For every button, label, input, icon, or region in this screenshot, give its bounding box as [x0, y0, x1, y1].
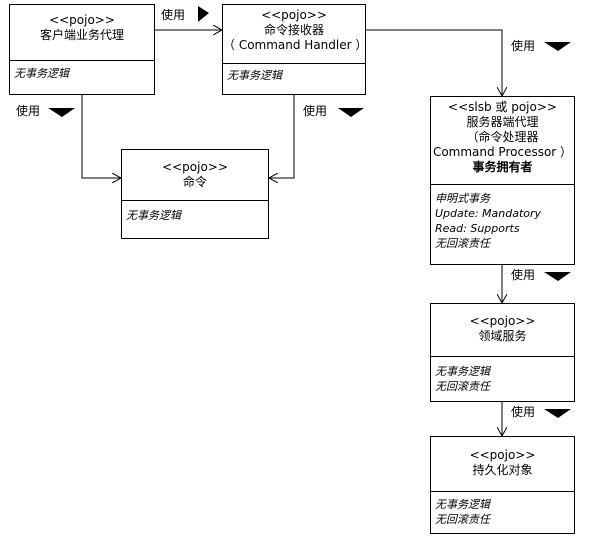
stereotype: <<pojo>>	[162, 160, 228, 174]
direction-triangle-icon	[544, 409, 571, 418]
note: 申明式事务	[435, 192, 490, 205]
note: 无回滚责任	[435, 237, 490, 250]
box-title: 领域服务	[478, 329, 527, 343]
edge-label-use: 使用	[511, 268, 536, 282]
box-title-sub: Command Processor ）	[432, 145, 573, 159]
stereotype: <<pojo>>	[261, 8, 327, 22]
note: 无事务逻辑	[435, 365, 490, 378]
note: Read: Supports	[435, 222, 520, 235]
note: Update: Mandatory	[435, 207, 542, 220]
client-business-proxy-box: <<pojo>> 客户端业务代理 无事务逻辑	[9, 4, 155, 95]
edge-handler-to-server	[365, 29, 502, 96]
box-title-sub: （ Command Handler ）	[223, 38, 368, 52]
persistent-object-box: <<pojo>> 持久化对象 无事务逻辑 无回滚责任	[430, 436, 575, 534]
edge-label-use: 使用	[16, 104, 41, 118]
domain-service-box: <<pojo>> 领域服务 无事务逻辑 无回滚责任	[430, 303, 575, 402]
note: 无事务逻辑	[14, 67, 69, 80]
box-title: 客户端业务代理	[39, 28, 124, 42]
server-side-proxy-box: <<slsb 或 pojo>> 服务器端代理 （命令处理器 Command Pr…	[430, 96, 575, 265]
box-title: 命令接收器	[263, 23, 324, 37]
edge-label-use: 使用	[303, 104, 328, 118]
direction-triangle-icon	[48, 108, 75, 117]
box-title: 服务器端代理	[466, 115, 539, 129]
edge-handler-to-command	[269, 95, 295, 178]
stereotype: <<pojo>>	[469, 448, 536, 462]
box-title-sub: （命令处理器	[466, 130, 539, 144]
note: 无事务逻辑	[227, 69, 282, 82]
note: 无事务逻辑	[126, 209, 181, 222]
note: 无回滚责任	[435, 513, 490, 526]
edge-client-to-command	[81, 95, 121, 178]
direction-triangle-icon	[338, 108, 364, 117]
stereotype: <<slsb 或 pojo>>	[448, 100, 557, 114]
direction-triangle-icon	[544, 42, 571, 51]
note: 无事务逻辑	[435, 498, 490, 511]
command-box: <<pojo>> 命令 无事务逻辑	[121, 149, 269, 239]
box-title: 命令	[182, 175, 207, 189]
command-handler-box: <<pojo>> 命令接收器 （ Command Handler ） 无事务逻辑	[222, 4, 368, 95]
stereotype: <<pojo>>	[469, 314, 536, 328]
direction-triangle-icon	[198, 6, 209, 22]
box-title: 持久化对象	[472, 463, 533, 477]
note: 无回滚责任	[435, 380, 490, 393]
edge-label-use: 使用	[511, 39, 536, 53]
edge-label-use: 使用	[511, 405, 536, 419]
stereotype: <<pojo>>	[49, 13, 115, 27]
transaction-owner-label: 事务拥有者	[472, 160, 533, 174]
edge-label-use: 使用	[161, 8, 186, 22]
direction-triangle-icon	[544, 272, 571, 281]
